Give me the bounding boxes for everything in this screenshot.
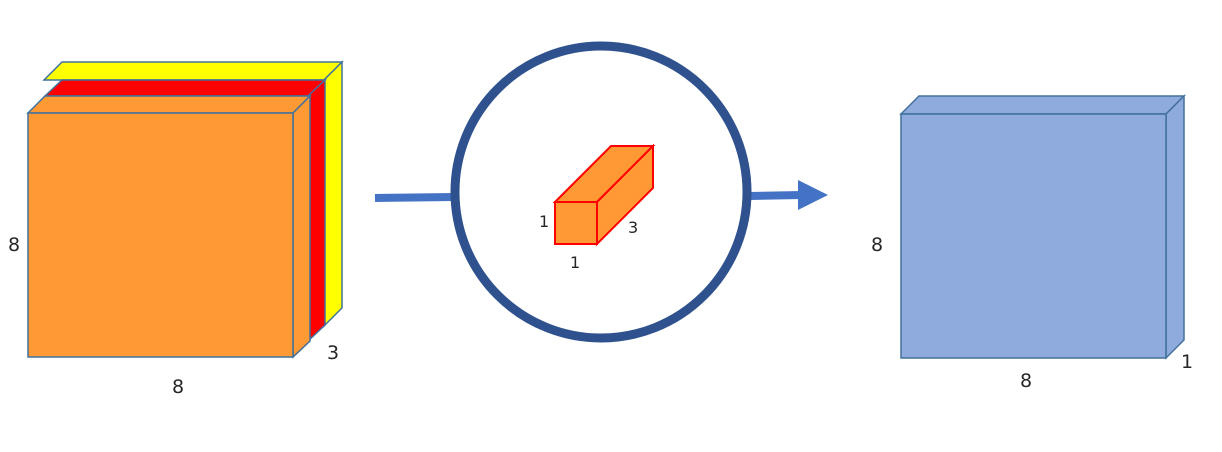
input-layer-front-top: [26, 95, 312, 114]
output-depth-label: 1: [1181, 351, 1194, 373]
kernel-prism: [552, 143, 656, 247]
input-width-label: 8: [172, 376, 185, 398]
input-layer-back-side: [323, 60, 343, 328]
kernel-depth-label: 3: [628, 218, 639, 237]
input-layer-front-side: [292, 94, 311, 359]
input-block: [26, 60, 344, 359]
arrowhead-icon: [798, 180, 828, 210]
arrow-line-right: [747, 191, 803, 200]
output-side-face: [1165, 94, 1185, 360]
output-height-label: 8: [871, 234, 884, 256]
input-height-label: 8: [8, 234, 21, 256]
kernel-height-label: 1: [539, 212, 550, 231]
output-width-label: 8: [1020, 370, 1033, 392]
kernel-front-face: [554, 201, 598, 245]
input-layer-back-top: [42, 61, 344, 81]
input-layer-middle: [43, 78, 327, 343]
flow-arrow: [374, 180, 828, 210]
output-top-face: [899, 95, 1186, 115]
input-layer-middle-top: [43, 79, 327, 97]
input-depth-label: 3: [327, 342, 340, 364]
arrow-line-left: [374, 193, 456, 202]
kernel-width-label: 1: [570, 253, 581, 272]
input-layer-front: [26, 94, 312, 359]
output-front-face: [900, 113, 1167, 359]
input-layer-front-face: [27, 112, 294, 358]
output-block: [899, 94, 1186, 360]
